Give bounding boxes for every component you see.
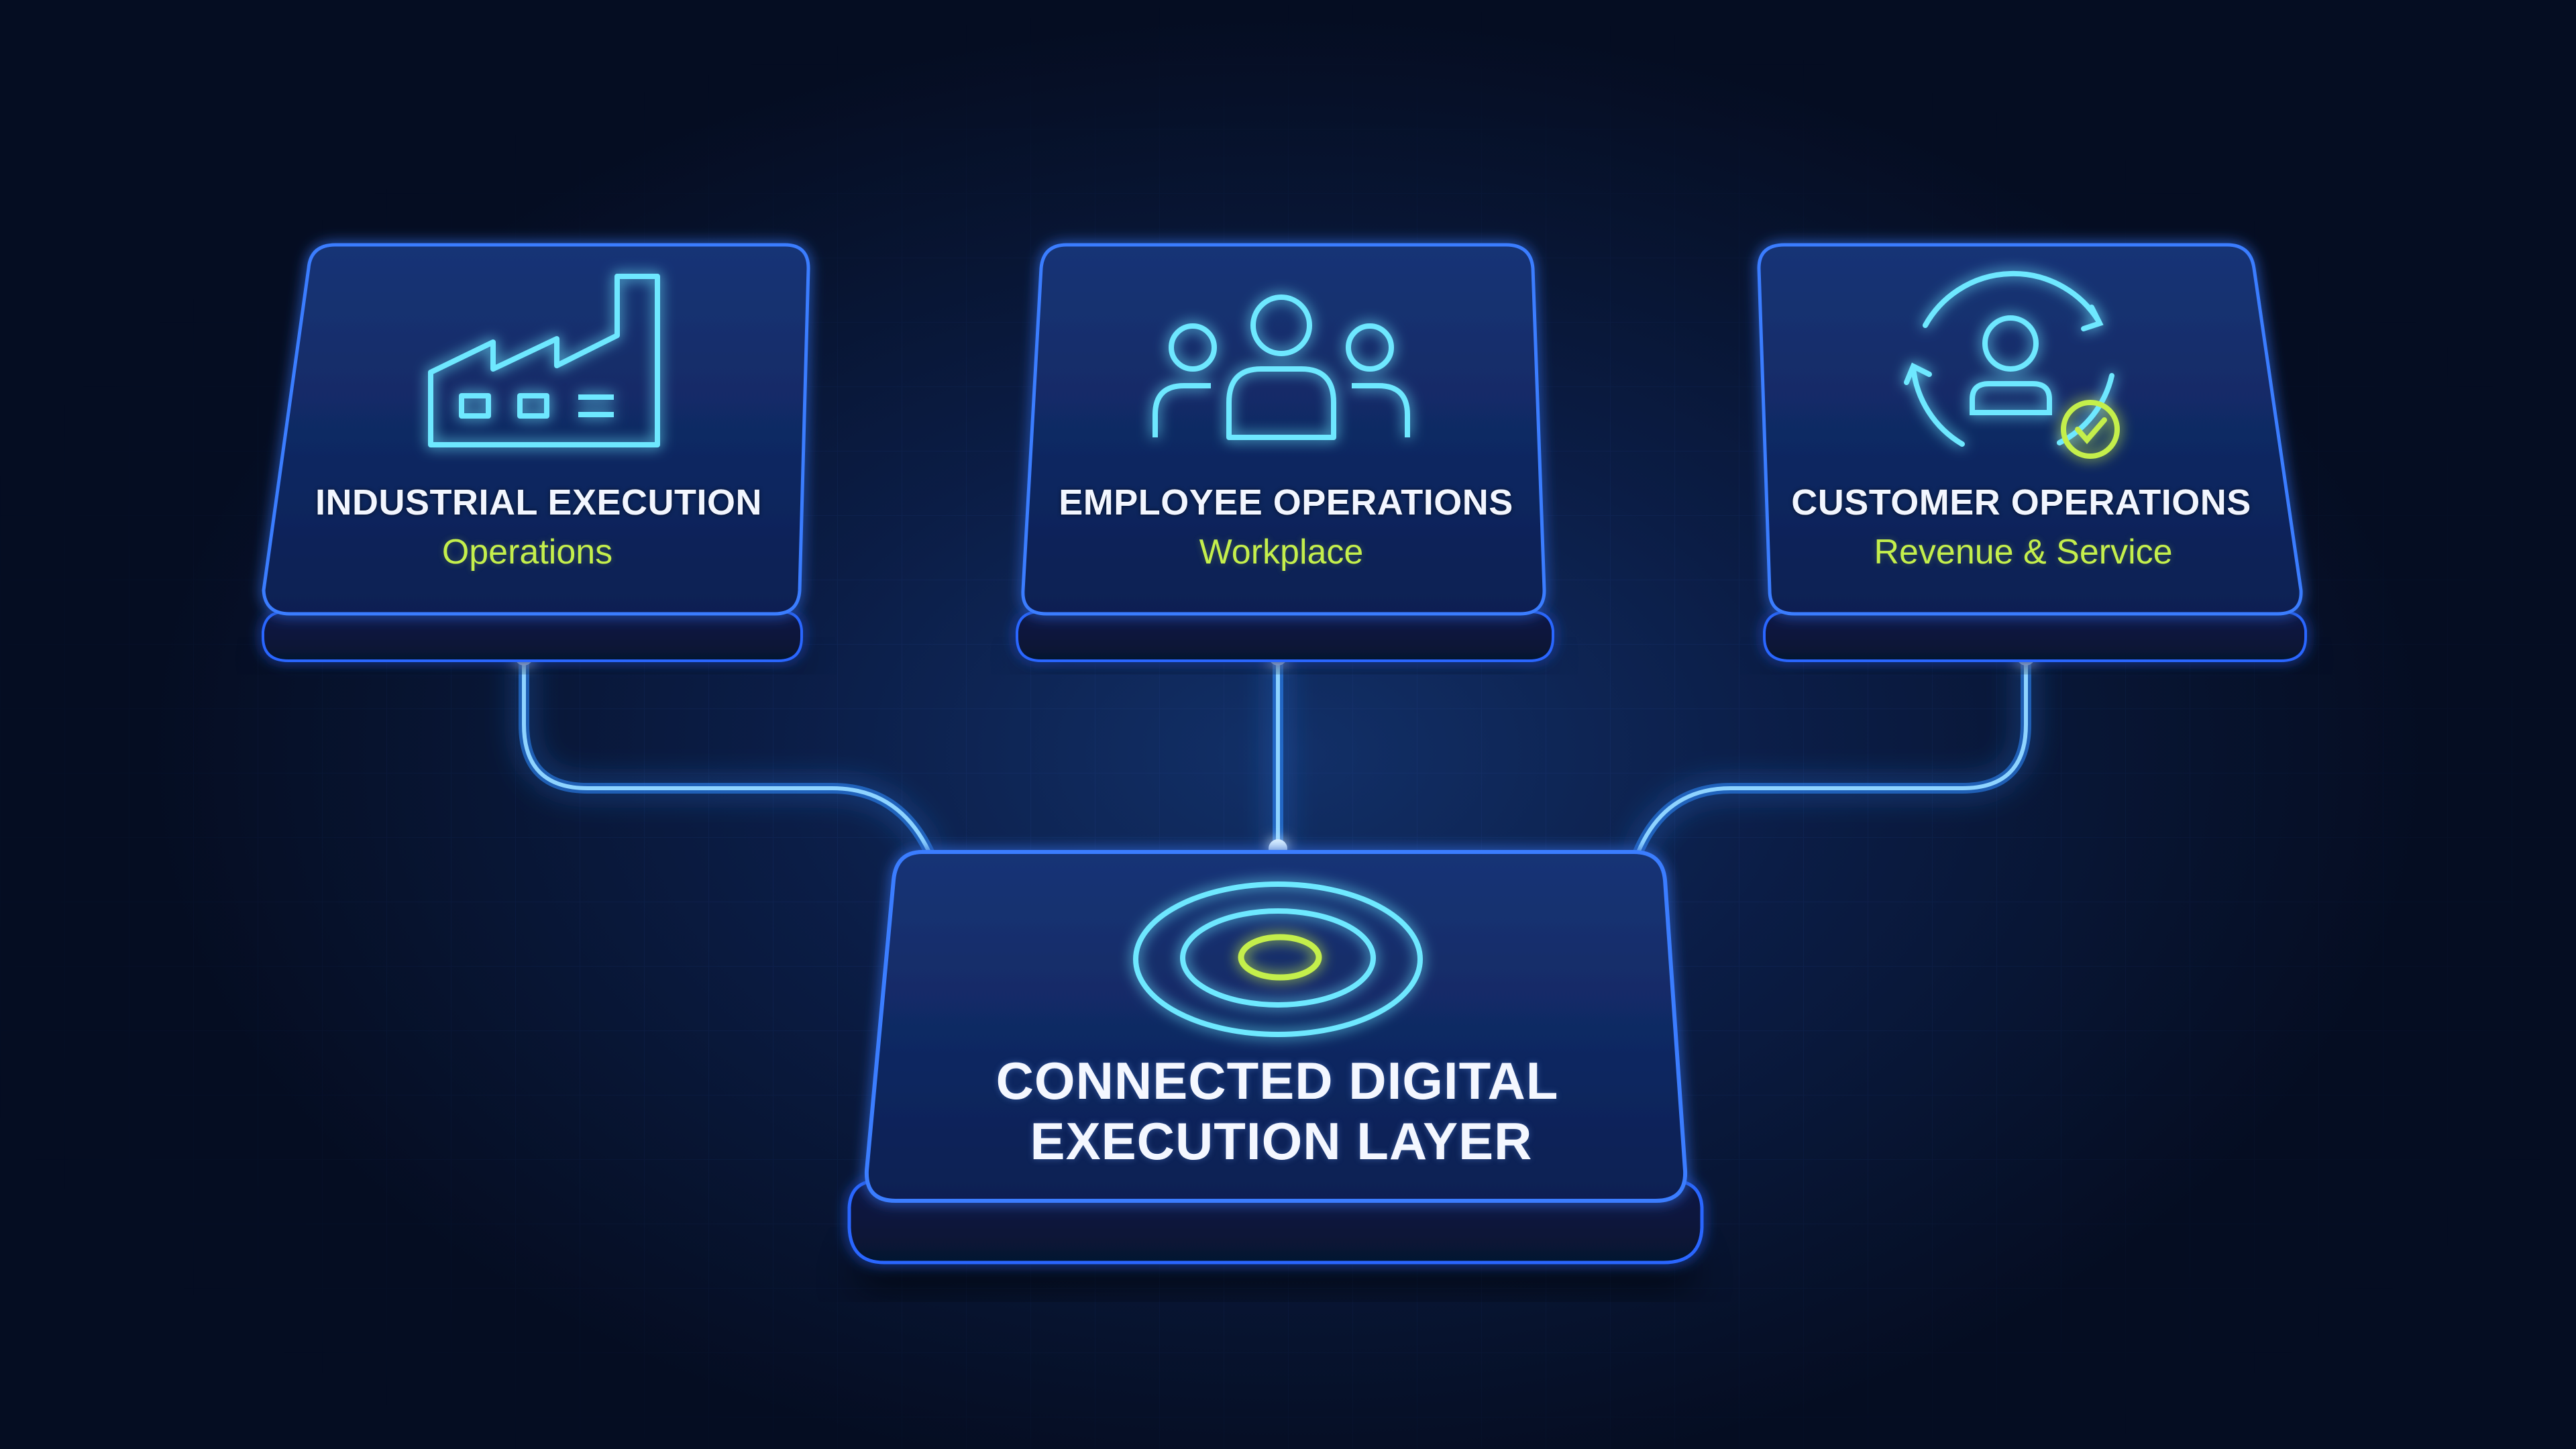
card-industrial-title: INDUSTRIAL EXECUTION (315, 482, 763, 523)
hub-title-line2: EXECUTION LAYER (1030, 1112, 1533, 1171)
concentric-target-icon (1133, 881, 1423, 1037)
hub-title-line1: CONNECTED DIGITAL (996, 1051, 1559, 1110)
customer-cycle-check-icon (1904, 270, 2120, 459)
connector-industrial (522, 654, 931, 854)
card-employee (1016, 243, 1554, 667)
hub-card (847, 850, 1704, 1288)
card-customer-subtitle: Revenue & Service (1874, 533, 2173, 572)
card-customer (1757, 243, 2307, 667)
card-industrial (262, 243, 810, 667)
connector-customer (1635, 654, 2028, 857)
card-employee-subtitle: Workplace (1199, 533, 1364, 572)
card-employee-title: EMPLOYEE OPERATIONS (1059, 482, 1513, 523)
people-group-icon (1152, 294, 1410, 440)
factory-icon (428, 274, 660, 447)
card-customer-title: CUSTOMER OPERATIONS (1791, 482, 2251, 523)
card-industrial-subtitle: Operations (441, 533, 613, 572)
